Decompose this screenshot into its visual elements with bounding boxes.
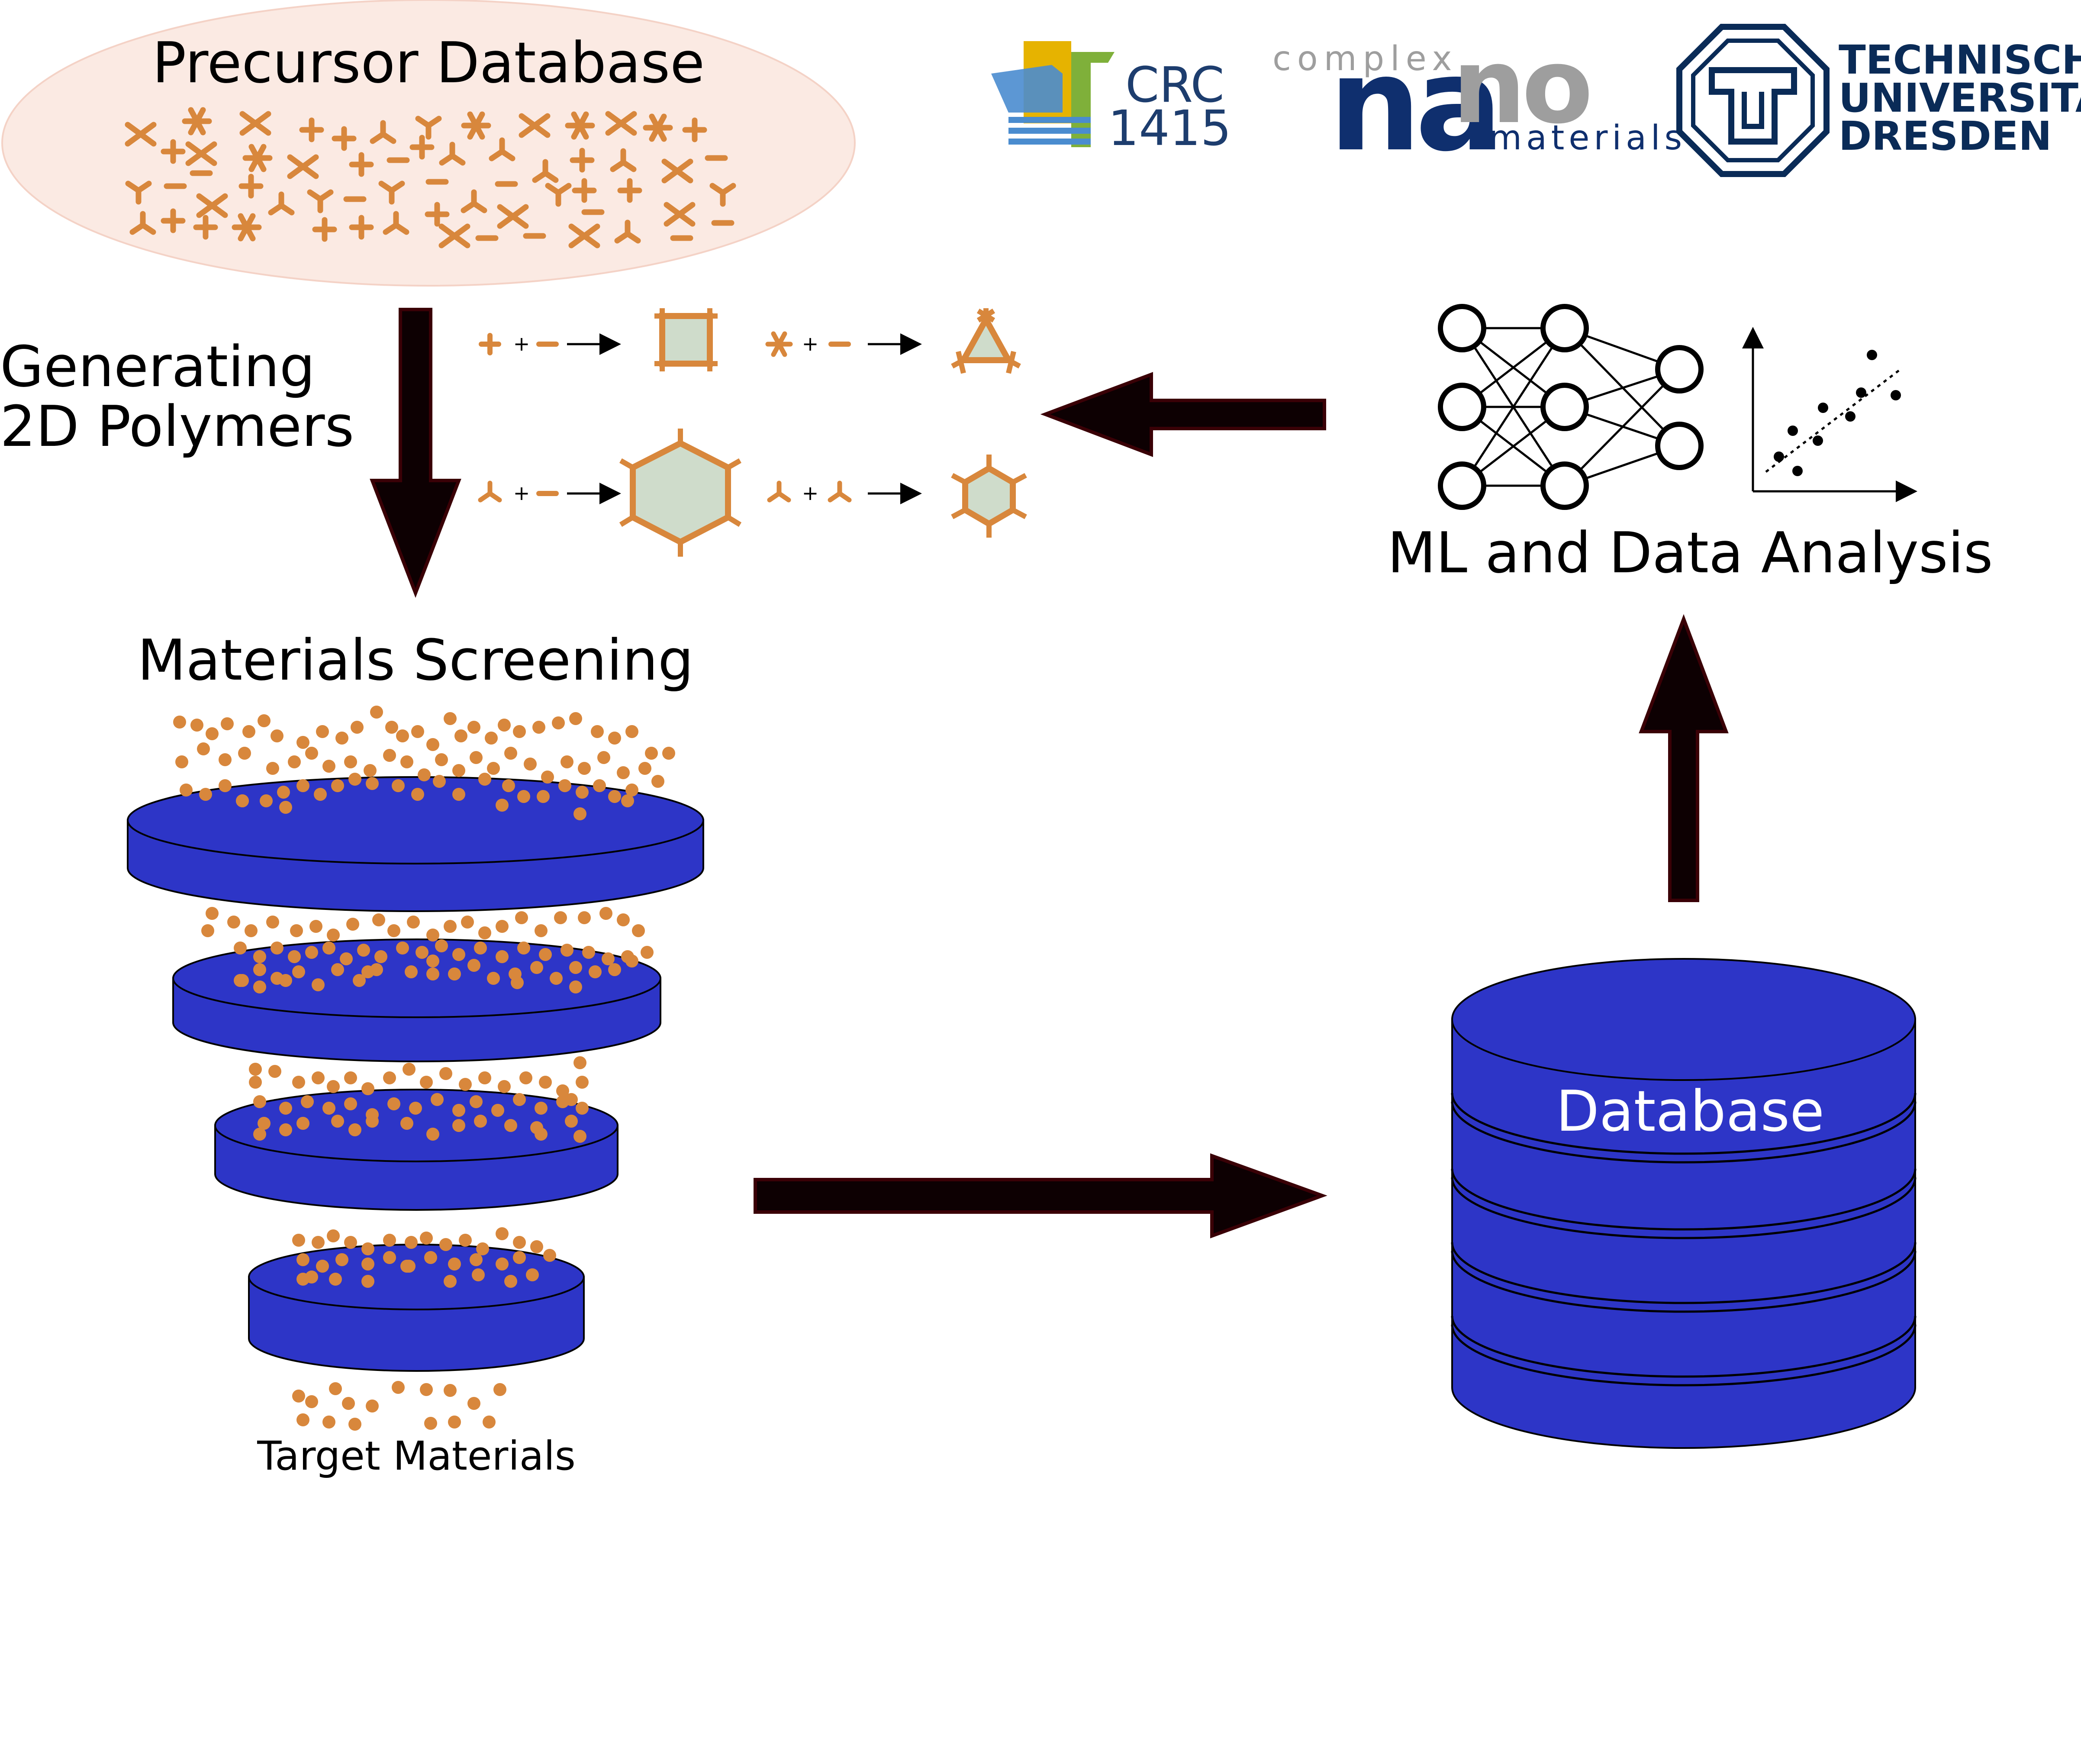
database-label: Database [1556,1078,1824,1144]
crc-1415-logo: CRC 1415 [991,41,1231,157]
precursor-database-title: Precursor Database [152,30,705,96]
generating-2d-polymers: Generating 2D Polymers + [0,308,1027,598]
target-materials-label: Target Materials [257,1433,576,1479]
left-arrow [1040,372,1326,457]
reaction-triangle: + [768,308,1021,374]
reaction-square: + [481,308,718,371]
svg-text:+: + [513,332,530,355]
crc-number: 1415 [1108,100,1231,157]
reaction-large-hexagon: + [480,429,742,557]
up-arrow [1639,614,1729,902]
tu-line3: DRESDEN [1839,113,2052,159]
precursor-cloud [1,0,856,287]
generating-label-line2: 2D Polymers [0,393,354,459]
ml-data-analysis-label: ML and Data Analysis [1387,520,1993,586]
svg-text:+: + [513,481,530,505]
tu-dresden-seal-icon [1676,24,1830,177]
materials-screening-title: Materials Screening [137,627,693,693]
reaction-small-hexagon: + [770,455,1027,538]
materials-text: materials [1489,119,1686,158]
svg-text:+: + [802,481,819,505]
small-hexagon-polymer-icon [951,455,1027,538]
crc-label: CRC [1125,57,1224,113]
ml-data-analysis: ML and Data Analysis [1387,304,1993,586]
right-arrow [754,1153,1327,1238]
database-cylinder: Database [1451,958,1917,1449]
triangle-polymer-icon [951,308,1021,374]
materials-screening: Materials Screening [127,627,704,1479]
generating-label-line1: Generating [0,334,315,400]
nano-na-text: na [1329,29,1497,180]
tu-line1: TECHNISCHE [1839,37,2081,83]
complex-nanomaterials-logo: complex na no materials [1272,26,1686,180]
precursor-database: Precursor Database [1,0,856,287]
material-particles [173,706,675,1431]
neural-network-icon [1438,304,1704,510]
down-arrow [370,308,461,598]
tu-dresden-logo: TECHNISCHE UNIVERSITÄT DRESDEN [1676,24,2081,177]
svg-text:+: + [802,332,819,355]
screening-disk-3 [214,1089,619,1211]
nano-no-text: no [1452,26,1589,147]
large-hexagon-polymer-icon [619,429,742,557]
scatter-plot-icon [1742,327,1917,502]
tu-line2: UNIVERSITÄT [1839,74,2081,121]
square-polymer-icon [654,308,718,371]
complex-text: complex [1272,39,1458,78]
